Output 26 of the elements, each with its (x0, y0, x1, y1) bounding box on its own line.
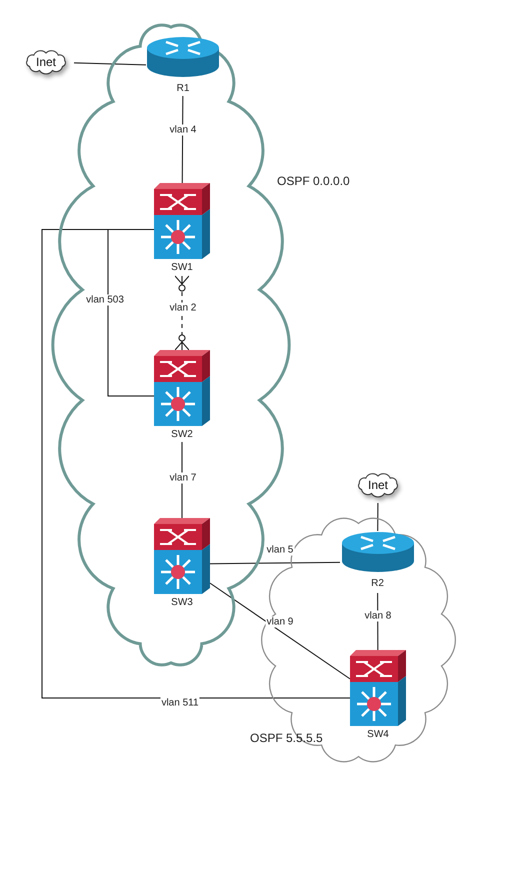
edge-label: vlan 7 (168, 472, 198, 484)
edge-label: vlan 4 (168, 124, 198, 136)
device-label: R2 (370, 578, 385, 589)
cloud-label: Inet (366, 479, 389, 491)
edge-label: vlan 2 (168, 302, 198, 314)
edge-label: vlan 8 (364, 610, 392, 622)
link-line (210, 582, 350, 680)
device-label: R1 (176, 83, 190, 94)
link-line (108, 229, 154, 396)
link-line (182, 96, 184, 184)
device-label: SW3 (170, 597, 194, 608)
edge-label: vlan 503 (85, 294, 125, 306)
device-label: SW1 (170, 262, 194, 273)
link-line (42, 229, 350, 698)
area-label: OSPF 5.5.5.5 (250, 731, 323, 745)
edge-label: vlan 5 (266, 544, 294, 556)
dashed-link-line (174, 276, 190, 350)
cloud-label: Inet (34, 56, 57, 68)
link-line (210, 562, 340, 564)
area-label: OSPF 0.0.0.0 (277, 174, 350, 188)
device-label: SW2 (170, 429, 194, 440)
device-label: SW4 (366, 729, 390, 740)
edge-label: vlan 9 (266, 616, 294, 628)
link-line (74, 62, 146, 66)
link-line (377, 502, 378, 532)
edge-label: vlan 511 (160, 698, 200, 708)
